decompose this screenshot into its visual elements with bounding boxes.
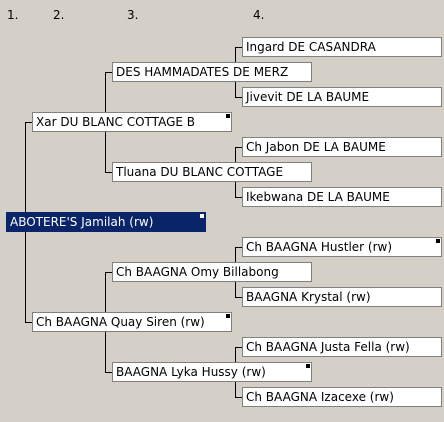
pedigree-subject-name: ABOTERE'S Jamilah (rw) [10,215,154,229]
pedigree-sire-dam[interactable]: Tluana DU BLANC COTTAGE [112,162,312,182]
generation-label-2: 2. [53,8,65,22]
connector-to-dam-sire [105,272,112,273]
pedigree-sire-name: Xar DU BLANC COTTAGE B [36,115,195,129]
pedigree-dam-sire-name: Ch BAAGNA Omy Billabong [116,265,279,279]
pedigree-gen4-8[interactable]: Ch BAAGNA Izacexe (rw) [242,387,442,407]
pedigree-gen4-3-name: Ch Jabon DE LA BAUME [246,140,386,154]
generation-label-3: 3. [127,8,139,22]
pedigree-dam-dam[interactable]: BAAGNA Lyka Hussy (rw) [112,362,312,382]
connector-gen4-5 [235,297,242,298]
connector-gen4-6 [235,347,242,348]
connector-to-dam [25,322,32,323]
connector-gen4-0 [235,47,242,48]
pedigree-dam[interactable]: Ch BAAGNA Quay Siren (rw) [32,312,232,332]
connector-gen4-4 [235,247,242,248]
pedigree-gen4-3[interactable]: Ch Jabon DE LA BAUME [242,137,442,157]
connector-gen4-2 [235,147,242,148]
pedigree-dam-dam-name: BAAGNA Lyka Hussy (rw) [116,365,266,379]
pedigree-gen4-6[interactable]: BAAGNA Krystal (rw) [242,287,442,307]
generation-label-4: 4. [253,8,265,22]
connector-gen4-1 [235,97,242,98]
connector-gen4-7 [235,397,242,398]
pedigree-gen4-1[interactable]: Ingard DE CASANDRA [242,37,442,57]
connector-gen4-3 [235,197,242,198]
pedigree-gen4-4[interactable]: Ikebwana DE LA BAUME [242,187,442,207]
pedigree-gen4-5-name: Ch BAAGNA Hustler (rw) [246,240,393,254]
pedigree-gen4-7-name: Ch BAAGNA Justa Fella (rw) [246,340,410,354]
pedigree-sire-dam-name: Tluana DU BLANC COTTAGE [116,165,284,179]
connector-to-dam-dam [105,372,112,373]
pedigree-dam-sire[interactable]: Ch BAAGNA Omy Billabong [112,262,312,282]
pedigree-sire-sire[interactable]: DES HAMMADATES DE MERZ [112,62,312,82]
pedigree-gen4-5[interactable]: Ch BAAGNA Hustler (rw) [242,237,442,257]
generation-label-1: 1. [7,8,19,22]
pedigree-gen4-2-name: Jivevit DE LA BAUME [246,90,370,104]
pedigree-gen4-7[interactable]: Ch BAAGNA Justa Fella (rw) [242,337,442,357]
connector-to-sire-dam [105,172,112,173]
pedigree-gen4-4-name: Ikebwana DE LA BAUME [246,190,390,204]
pedigree-gen4-2[interactable]: Jivevit DE LA BAUME [242,87,442,107]
pedigree-subject[interactable]: ABOTERE'S Jamilah (rw) [6,212,206,232]
pedigree-gen4-6-name: BAAGNA Krystal (rw) [246,290,371,304]
pedigree-gen4-1-name: Ingard DE CASANDRA [246,40,376,54]
connector-to-sire [25,122,32,123]
pedigree-sire[interactable]: Xar DU BLANC COTTAGE B [32,112,232,132]
pedigree-dam-name: Ch BAAGNA Quay Siren (rw) [36,315,205,329]
pedigree-gen4-8-name: Ch BAAGNA Izacexe (rw) [246,390,394,404]
connector-to-sire-sire [105,72,112,73]
pedigree-sire-sire-name: DES HAMMADATES DE MERZ [116,65,289,79]
